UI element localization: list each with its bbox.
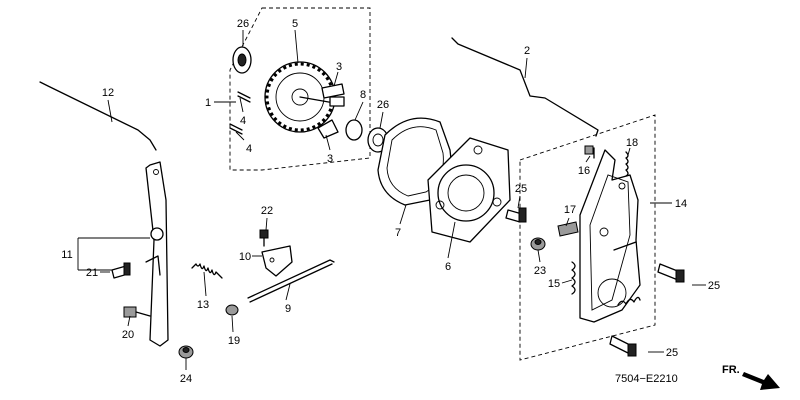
callout-6: 6 <box>445 261 451 273</box>
pin-lower <box>229 123 243 135</box>
callout-21: 21 <box>86 267 98 279</box>
callout-25-b: 25 <box>708 280 720 292</box>
callout-3-lower: 3 <box>327 153 333 165</box>
governor-holder <box>345 119 363 141</box>
svg-text:FR.: FR. <box>722 364 740 376</box>
nut-24 <box>178 345 194 359</box>
throttle-rod-upper <box>451 37 599 137</box>
callout-3-upper: 3 <box>336 61 342 73</box>
callout-1: 1 <box>205 97 211 109</box>
callout-26-top: 26 <box>237 18 249 30</box>
clip-17 <box>557 221 579 237</box>
governor-gear-group <box>229 7 389 171</box>
spring-lower <box>617 296 641 306</box>
leader-lines <box>77 29 706 370</box>
spring-18 <box>625 151 629 177</box>
callout-7: 7 <box>395 227 401 239</box>
nut-23 <box>530 237 546 251</box>
spring-15 <box>571 261 576 295</box>
clip-20 <box>123 306 151 318</box>
callout-2: 2 <box>524 45 530 57</box>
callout-11: 11 <box>61 249 72 261</box>
front-arrow-icon: FR. <box>722 364 780 390</box>
callout-17: 17 <box>564 204 576 216</box>
bolt-25-b <box>657 263 685 283</box>
callout-26-right: 26 <box>377 99 389 111</box>
bolt-21 <box>111 262 131 279</box>
callout-12: 12 <box>102 87 114 99</box>
bolt-25-c <box>609 335 637 357</box>
callout-10: 10 <box>239 251 251 263</box>
callout-4-upper: 4 <box>240 115 246 127</box>
callout-23: 23 <box>534 265 546 277</box>
callout-16: 16 <box>578 165 590 177</box>
callout-18: 18 <box>626 137 638 149</box>
callout-25-c: 25 <box>666 347 678 359</box>
flyweight-lower <box>317 119 339 139</box>
callout-22: 22 <box>261 205 273 217</box>
callout-14: 14 <box>675 198 687 210</box>
governor-spring <box>191 263 223 279</box>
drawing-code: 7504−E2210 <box>615 373 678 385</box>
bearing-top <box>232 46 252 74</box>
choke-rod <box>247 259 335 299</box>
bolt-22 <box>259 229 269 247</box>
callout-19: 19 <box>228 335 240 347</box>
callout-13: 13 <box>197 299 209 311</box>
governor-rod <box>39 81 157 151</box>
callout-20: 20 <box>122 329 134 341</box>
callout-9: 9 <box>285 303 291 315</box>
bolt-25-a <box>505 207 527 223</box>
callout-24: 24 <box>180 373 192 385</box>
link-plate <box>261 245 293 277</box>
pin-upper <box>237 91 251 103</box>
callout-5: 5 <box>292 18 298 30</box>
callout-labels: 26 5 1 4 4 3 3 8 26 2 12 7 6 25 16 18 14… <box>61 18 720 385</box>
control-base-group <box>519 114 656 361</box>
flyweight-upper <box>321 83 345 99</box>
governor-cover <box>427 137 511 243</box>
governor-arm <box>145 161 169 347</box>
nut-19 <box>225 304 239 316</box>
callout-8: 8 <box>360 89 366 101</box>
callout-15: 15 <box>548 278 560 290</box>
callout-4-lower: 4 <box>246 143 252 155</box>
callout-25-a: 25 <box>515 183 527 195</box>
